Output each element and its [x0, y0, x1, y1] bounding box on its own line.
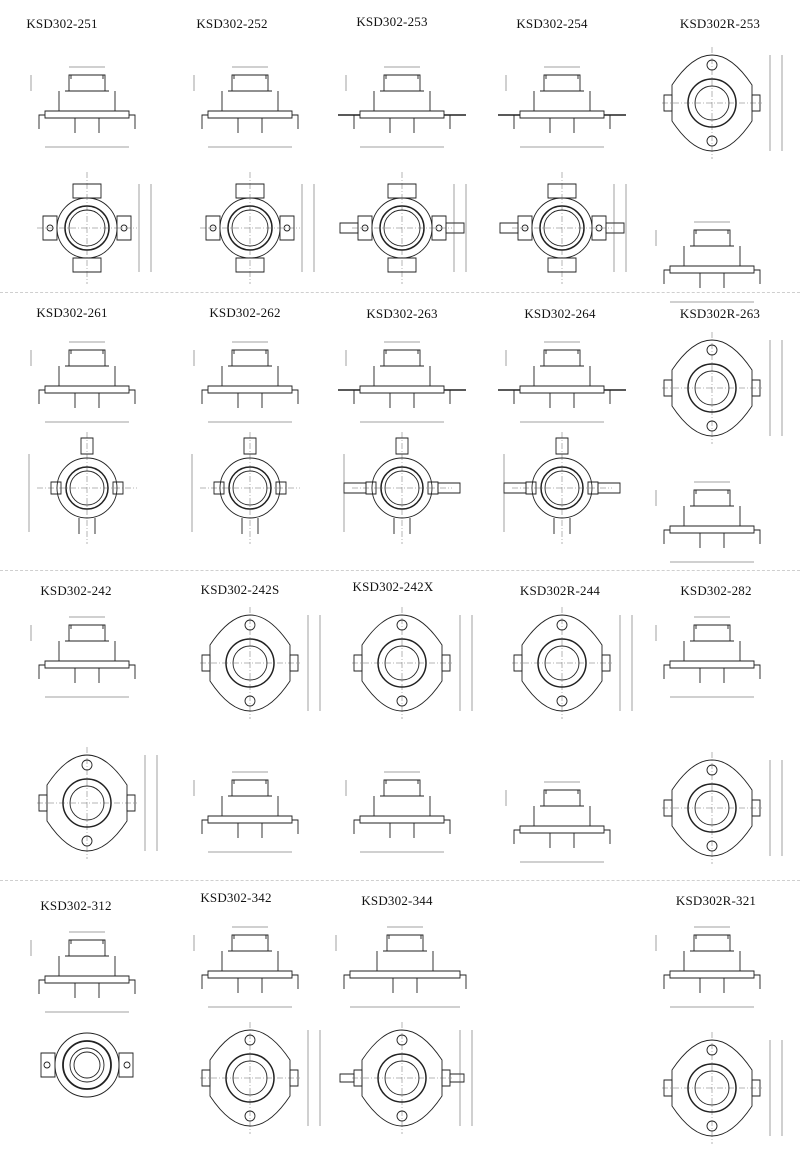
bottom-view-drawing	[499, 172, 627, 284]
row-divider	[0, 570, 800, 571]
model-title: KSD302-242X	[352, 579, 434, 594]
top-view-drawing	[662, 47, 783, 159]
model-title: KSD302-261	[36, 305, 108, 320]
model-title: KSD302-252	[196, 16, 268, 31]
bottom-view-drawing	[37, 172, 152, 284]
model-title: KSD302-242	[40, 583, 112, 598]
model-title: KSD302R-253	[679, 16, 761, 31]
top-view-drawing	[193, 926, 299, 1008]
bottom-view-drawing	[662, 1032, 783, 1144]
top-view-drawing	[498, 341, 626, 423]
bottom-view-drawing	[343, 432, 461, 544]
bottom-view-drawing	[200, 172, 315, 284]
row-divider	[0, 292, 800, 293]
bottom-view-drawing	[655, 481, 761, 563]
model-title: KSD302R-321	[675, 893, 757, 908]
top-view-drawing	[655, 926, 761, 1008]
bottom-view-drawing	[37, 747, 158, 859]
model-title: KSD302-264	[524, 306, 596, 321]
row-divider	[0, 880, 800, 881]
model-title: KSD302-242S	[200, 582, 280, 597]
top-view-drawing	[30, 616, 136, 698]
top-view-drawing	[30, 66, 136, 148]
bottom-view-drawing	[339, 1022, 473, 1134]
model-title: KSD302-251	[26, 16, 98, 31]
top-view-drawing	[200, 607, 321, 719]
top-view-drawing	[498, 66, 626, 148]
top-view-drawing	[662, 332, 783, 444]
top-view-drawing	[338, 66, 466, 148]
top-view-drawing	[30, 341, 136, 423]
bottom-view-drawing	[505, 781, 611, 863]
bottom-view-drawing	[40, 1032, 134, 1098]
model-title: KSD302-254	[516, 16, 588, 31]
top-view-drawing	[335, 926, 467, 1008]
top-view-drawing	[352, 607, 473, 719]
model-title: KSD302-263	[366, 306, 438, 321]
model-title: KSD302-312	[40, 898, 112, 913]
bottom-view-drawing	[193, 771, 299, 853]
top-view-drawing	[193, 66, 299, 148]
model-title: KSD302R-244	[519, 583, 601, 598]
model-title: KSD302-342	[200, 890, 272, 905]
top-view-drawing	[30, 931, 136, 1013]
top-view-drawing	[655, 616, 761, 698]
bottom-view-drawing	[28, 432, 137, 544]
bottom-view-drawing	[200, 1022, 321, 1134]
model-title: KSD302-253	[356, 14, 428, 29]
model-title: KSD302R-263	[679, 306, 761, 321]
top-view-drawing	[338, 341, 466, 423]
bottom-view-drawing	[662, 752, 783, 864]
bottom-view-drawing	[345, 771, 451, 853]
bottom-view-drawing	[655, 221, 761, 303]
top-view-drawing	[193, 341, 299, 423]
bottom-view-drawing	[339, 172, 467, 284]
bottom-view-drawing	[191, 432, 300, 544]
model-title: KSD302-262	[209, 305, 281, 320]
model-title: KSD302-282	[680, 583, 752, 598]
bottom-view-drawing	[503, 432, 621, 544]
top-view-drawing	[512, 607, 633, 719]
model-title: KSD302-344	[361, 893, 433, 908]
